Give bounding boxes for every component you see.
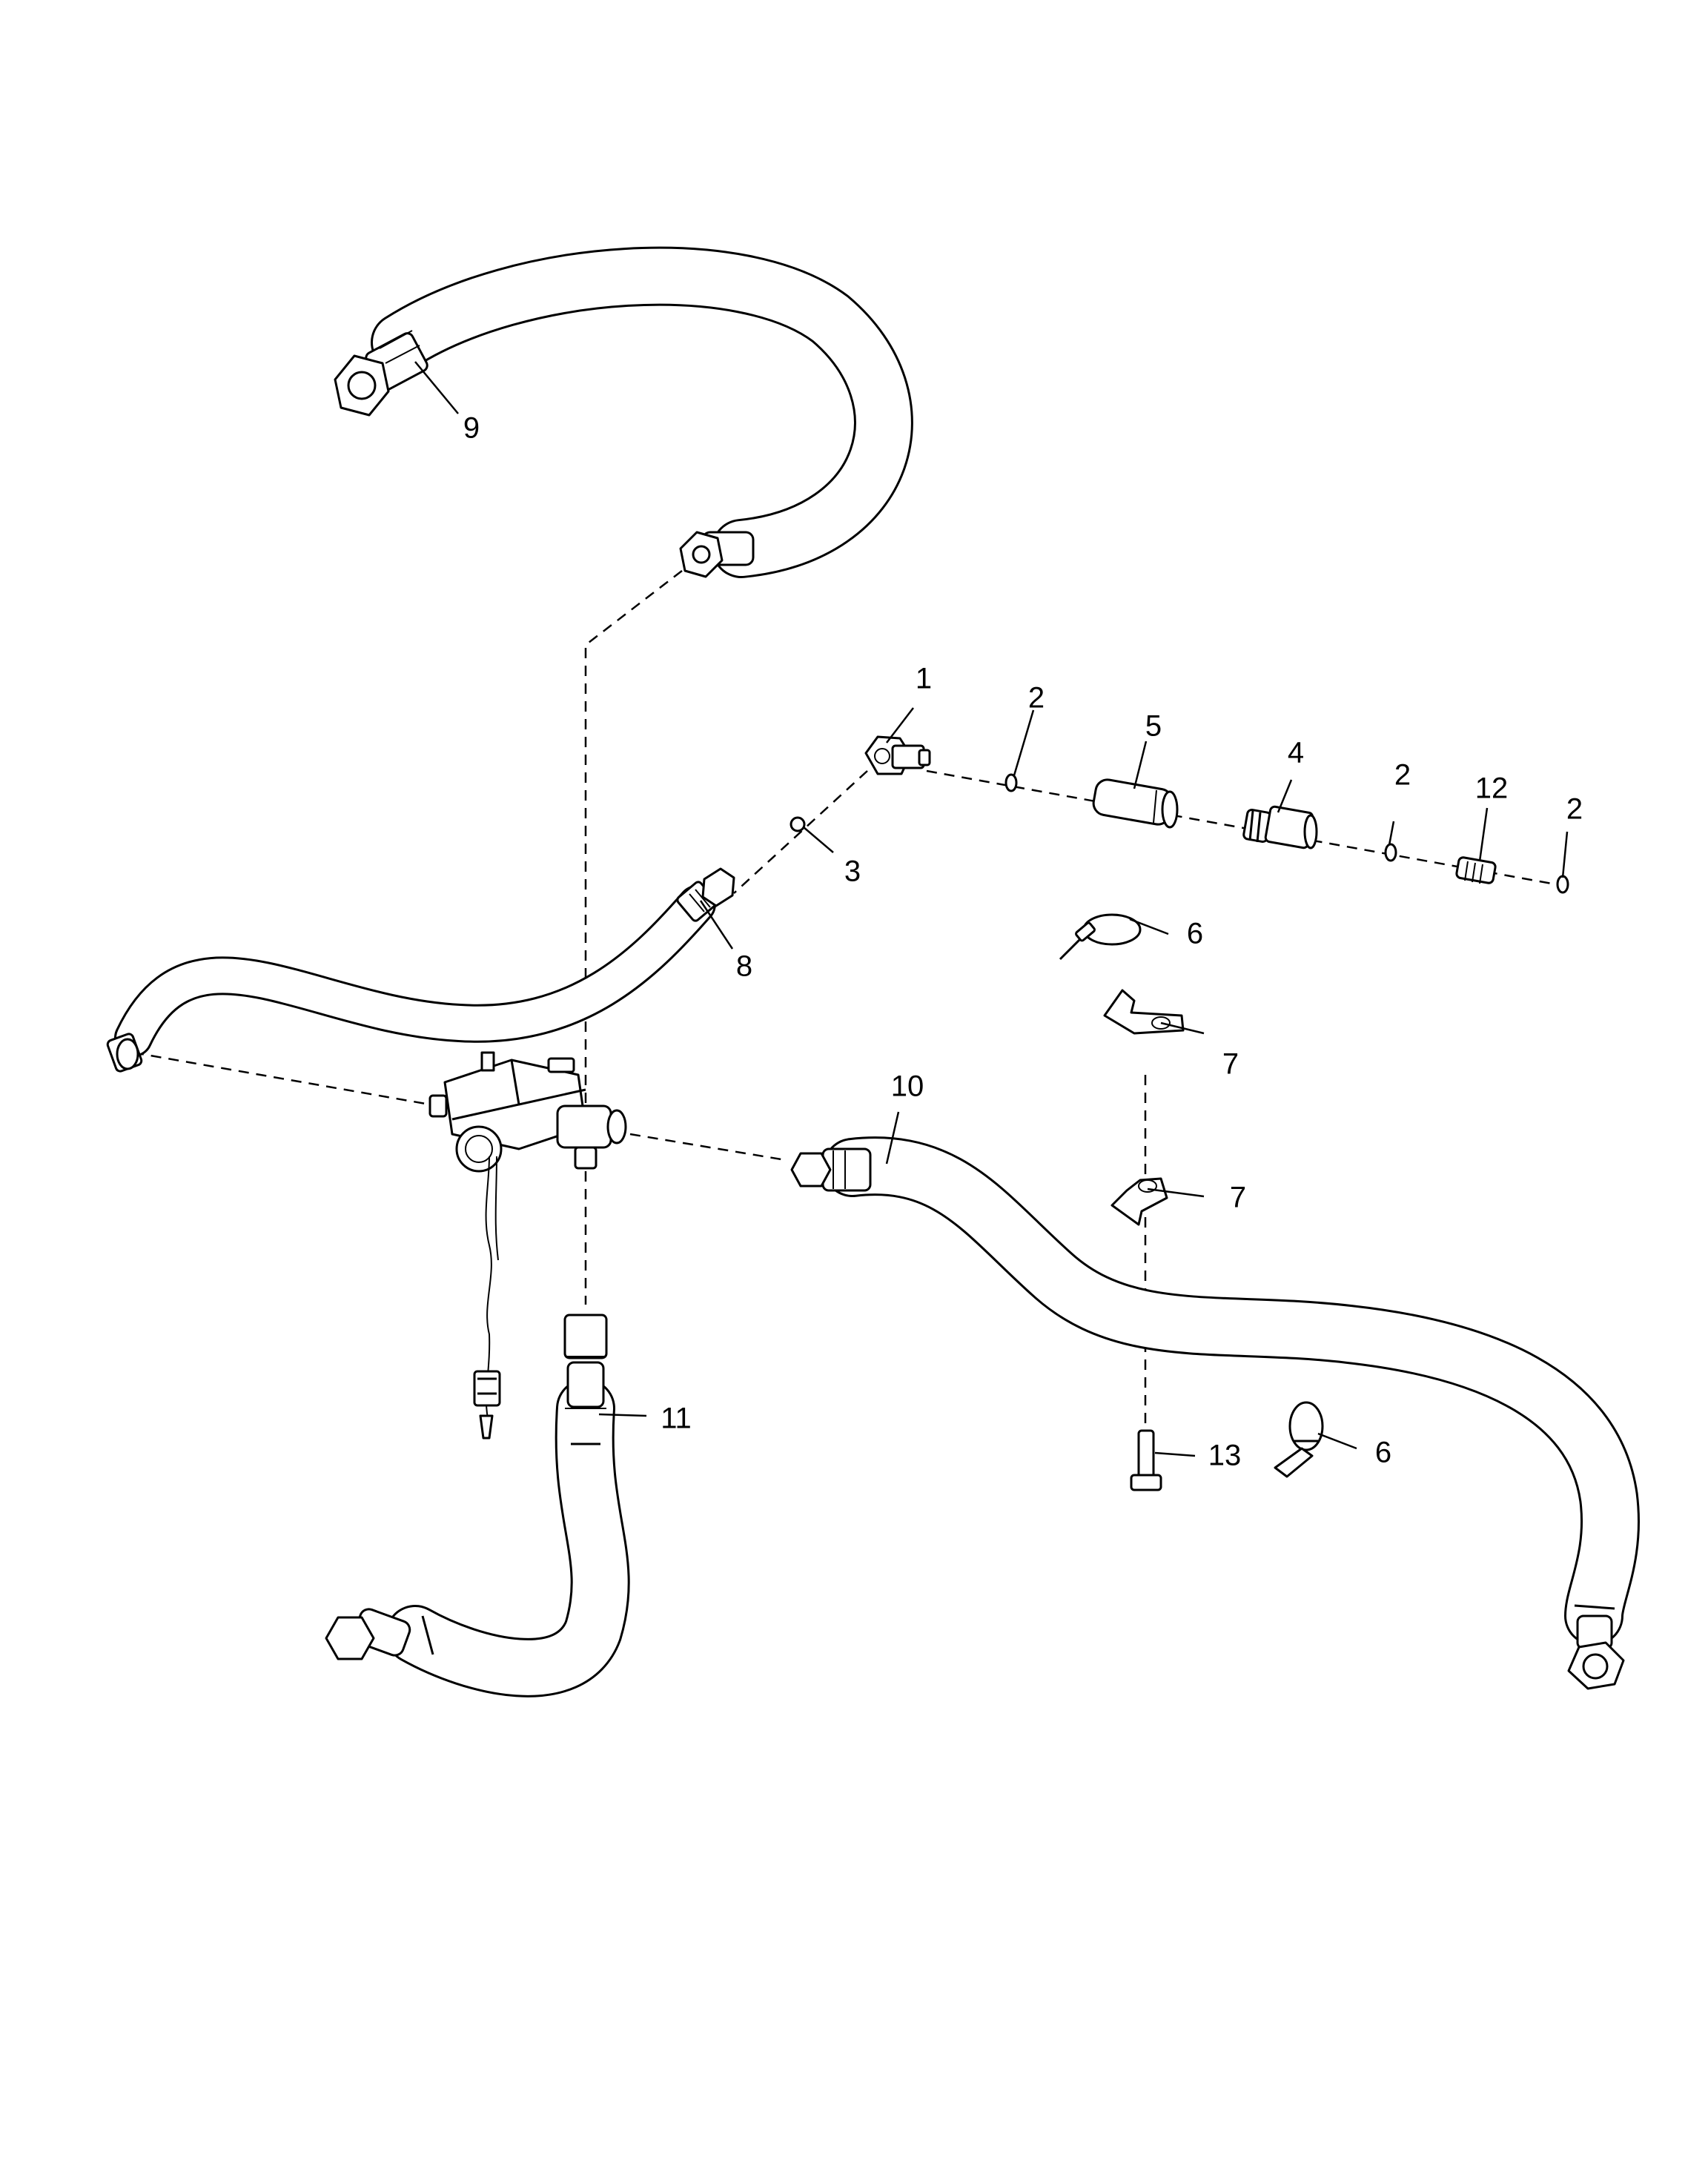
part-1-elbow-fitting [864, 735, 931, 775]
callout-7-upper: 7 [1222, 1048, 1239, 1081]
hose-10 [790, 1136, 1641, 1690]
callout-2-first: 2 [1028, 682, 1045, 715]
valve-block [428, 1051, 627, 1440]
callout-9: 9 [463, 412, 480, 445]
part-12-nipple [1455, 856, 1497, 884]
callout-labels: 1 2 5 4 2 12 2 3 6 8 9 7 10 7 11 13 6 [463, 412, 1583, 1472]
callout-3: 3 [844, 855, 861, 888]
part-6-clamp-lower [1274, 1401, 1324, 1478]
part-7-bracket-upper [1103, 989, 1185, 1035]
part-6-clamp-upper [1059, 913, 1142, 961]
leader-lines [414, 361, 1569, 1457]
callout-2-third: 2 [1566, 793, 1583, 826]
part-5-coupler [1092, 778, 1179, 829]
part-3-o-ring [790, 816, 806, 832]
callout-10: 10 [891, 1070, 924, 1103]
callout-1: 1 [916, 663, 932, 695]
callout-5: 5 [1145, 710, 1162, 743]
callout-2-second: 2 [1394, 759, 1411, 792]
hose-9 [334, 246, 913, 578]
part-13-bolt [1130, 1429, 1162, 1491]
callout-12: 12 [1475, 772, 1509, 805]
part-7-bracket-lower [1110, 1177, 1168, 1226]
callout-4: 4 [1288, 737, 1304, 769]
callout-13: 13 [1208, 1440, 1242, 1472]
callout-11: 11 [661, 1402, 692, 1435]
hose-11 [325, 1314, 630, 1697]
part-4-adapter [1242, 805, 1318, 849]
hose-8 [106, 867, 735, 1073]
callout-8: 8 [736, 950, 752, 983]
callout-7-lower: 7 [1230, 1182, 1246, 1214]
callout-6-upper: 6 [1187, 918, 1203, 950]
callout-6-lower: 6 [1375, 1437, 1391, 1469]
